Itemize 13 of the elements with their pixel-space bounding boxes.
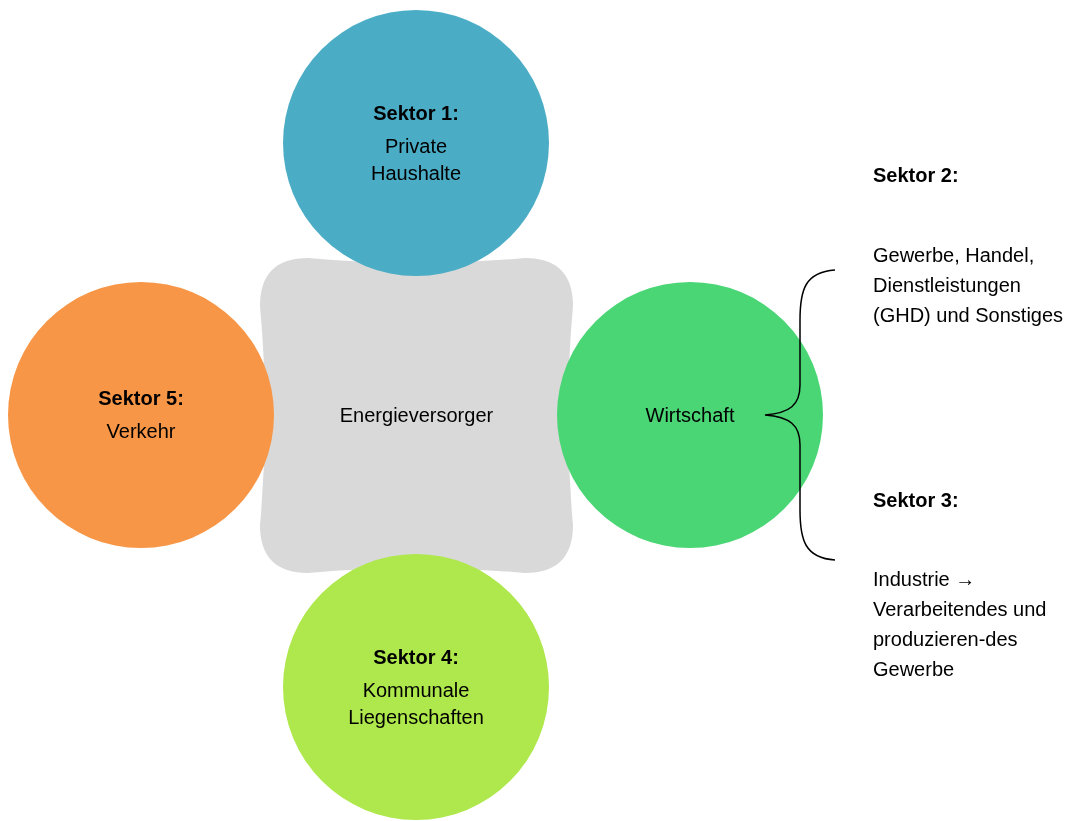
center-shape [260, 258, 573, 573]
sector-heading: Sektor 1: [373, 100, 459, 126]
sector-text: Kommunale Liegenschaften [347, 677, 485, 730]
sector-heading: Sektor 5: [98, 386, 184, 411]
sector-text: Wirtschaft [645, 402, 735, 428]
sector-heading: Sektor 4: [373, 644, 459, 670]
sector-text: Private Haushalte [369, 133, 463, 186]
sector-text: Energieversorger [339, 403, 494, 428]
sector-description: Industrie → Verarbeitendes und produzieren-des Gewerbe [873, 567, 1048, 682]
sector-text: Verkehr [106, 419, 176, 444]
sector-description: Gewerbe, Handel, Dienstleistungen (GHD) und Sonstiges [873, 243, 1065, 328]
sector-heading: Sektor 2: [873, 163, 960, 188]
sector-heading: Sektor 3: [873, 488, 960, 513]
